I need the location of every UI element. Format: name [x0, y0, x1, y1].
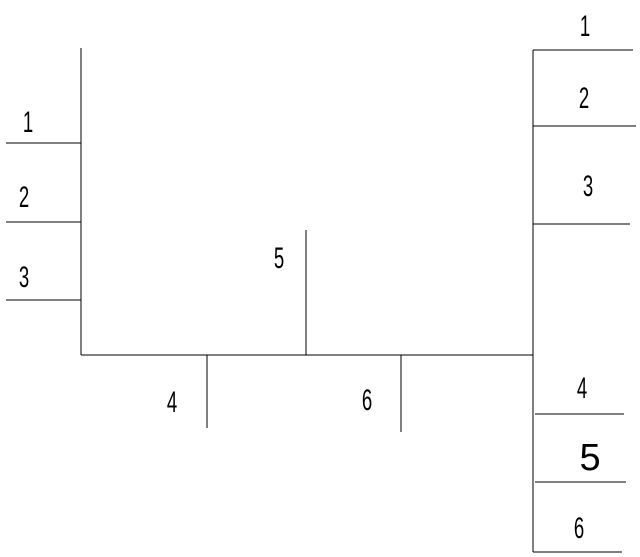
- right-bottom-label-4: 4: [577, 372, 587, 406]
- right-top-label-1: 1: [580, 10, 590, 44]
- right-bottom-label-5: 5: [579, 437, 600, 479]
- right-top-label-3: 3: [583, 170, 593, 204]
- left-label-1: 1: [23, 106, 33, 140]
- bottom-right-marker: 6: [362, 384, 372, 418]
- left-label-3: 3: [19, 261, 29, 295]
- left-label-2: 2: [19, 181, 29, 215]
- left-column: 1 2 3: [6, 48, 82, 355]
- right-column: 1 2 3 4 5 6: [532, 10, 636, 553]
- right-top-label-2: 2: [579, 82, 589, 116]
- bottom-left-marker: 4: [167, 386, 177, 420]
- right-bottom-label-6: 6: [574, 512, 584, 546]
- center-top-marker: 5: [274, 242, 284, 276]
- center-structure: 5 4 6: [81, 230, 533, 432]
